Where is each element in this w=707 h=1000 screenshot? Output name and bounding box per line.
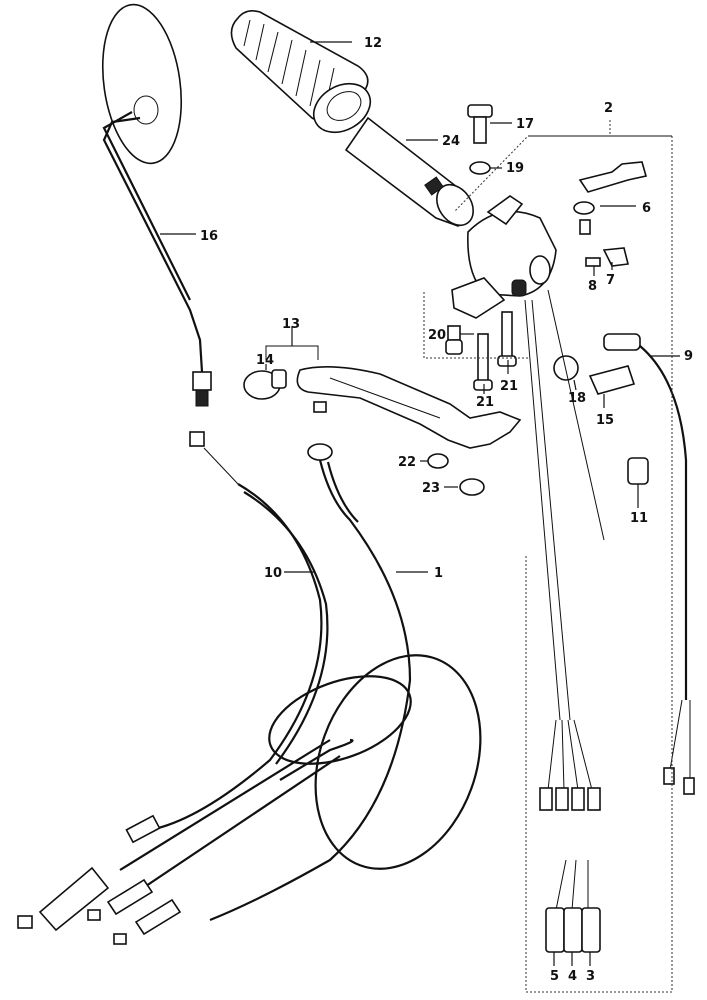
label-1: 1 [434, 566, 443, 581]
control-cables [17, 401, 482, 945]
switch-wiring [524, 289, 605, 953]
switch-housing [451, 195, 557, 319]
brake-lever [243, 366, 522, 449]
label-13: 13 [282, 317, 300, 332]
label-24: 24 [442, 134, 460, 149]
label-17: 17 [516, 117, 534, 132]
part-labels: 12 17 2 24 19 6 16 8 7 13 20 9 14 21 18 … [200, 36, 693, 984]
label-8: 8 [588, 279, 597, 294]
label-9: 9 [684, 349, 693, 364]
label-14: 14 [256, 353, 274, 368]
label-6: 6 [642, 201, 651, 216]
label-2: 2 [604, 101, 613, 116]
label-23: 23 [422, 481, 440, 496]
leader-lines [160, 41, 680, 966]
label-4: 4 [568, 969, 577, 984]
label-11: 11 [630, 511, 648, 526]
label-15: 15 [596, 413, 614, 428]
throttle-grip [230, 10, 474, 227]
small-hardware [427, 104, 649, 496]
label-16: 16 [200, 229, 218, 244]
label-3: 3 [586, 969, 595, 984]
label-10: 10 [264, 566, 282, 581]
label-21-b: 21 [476, 395, 494, 410]
label-7: 7 [606, 273, 615, 288]
label-21-a: 21 [500, 379, 518, 394]
label-19: 19 [506, 161, 524, 176]
label-12: 12 [364, 36, 382, 51]
label-18: 18 [568, 391, 586, 406]
mirror [101, 3, 212, 407]
wire-harness [603, 333, 695, 795]
label-22: 22 [398, 455, 416, 470]
label-20: 20 [428, 328, 446, 343]
label-5: 5 [550, 969, 559, 984]
